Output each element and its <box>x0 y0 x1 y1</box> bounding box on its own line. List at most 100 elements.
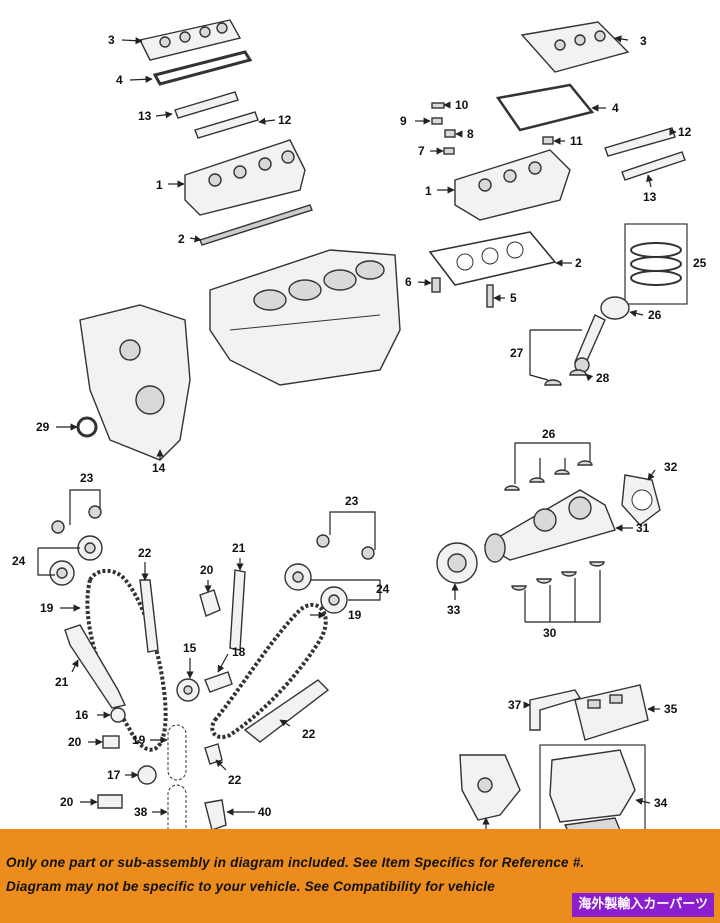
callout-14: 14 <box>152 461 166 475</box>
oil-pump-36 <box>459 754 521 821</box>
left-valve-cover-gasket <box>152 50 253 86</box>
callout-27: 27 <box>510 346 524 360</box>
tensioner-20 <box>199 589 221 617</box>
crank-pulley <box>436 542 478 584</box>
pickup-tube-37 <box>529 689 582 731</box>
piston <box>600 296 630 320</box>
callout-1-left: 1 <box>156 178 163 192</box>
callout-24-left: 24 <box>12 554 26 568</box>
callout-20-bottom: 20 <box>60 795 74 809</box>
callout-33: 33 <box>447 603 461 617</box>
callout-22-left: 22 <box>138 546 152 560</box>
callout-10: 10 <box>455 98 469 112</box>
engine-block <box>209 249 401 386</box>
callout-4-left: 4 <box>116 73 123 87</box>
callout-19-right: 19 <box>348 608 362 622</box>
right-valve-cover-gasket <box>495 83 595 132</box>
callout-32: 32 <box>664 460 678 474</box>
callout-26-bottom: 26 <box>542 427 556 441</box>
callout-35: 35 <box>664 702 678 716</box>
disclaimer-line-1: Only one part or sub-assembly in diagram… <box>6 855 585 870</box>
guide-22-small <box>204 743 223 765</box>
left-camshaft-12 <box>194 111 259 139</box>
connecting-rod <box>574 314 606 373</box>
import-parts-badge: 海外製輸入カーパーツ <box>572 893 714 917</box>
main-bearings-lower <box>511 561 605 591</box>
tensioner-20-bottom <box>97 794 123 809</box>
right-chain-guide-22 <box>243 679 330 743</box>
callout-12-right: 12 <box>678 125 692 139</box>
callout-19-left: 19 <box>40 601 54 615</box>
callout-31: 31 <box>636 521 650 535</box>
windage-tray-35 <box>574 684 649 741</box>
right-camshaft-12 <box>604 127 676 157</box>
callout-13-right: 13 <box>643 190 657 204</box>
callout-15: 15 <box>183 641 197 655</box>
callout-22-bottom: 22 <box>228 773 242 787</box>
piston-rings <box>624 223 688 305</box>
left-camshaft-13 <box>174 91 239 119</box>
left-valve-cover <box>138 19 242 61</box>
callout-3-left: 3 <box>108 33 115 47</box>
timing-chain-left <box>85 568 168 752</box>
oil-pan-34 <box>549 749 636 836</box>
callout-12-left: 12 <box>278 113 292 127</box>
callout-40: 40 <box>258 805 272 819</box>
callout-2-left: 2 <box>178 232 185 246</box>
left-chain-guide-21 <box>64 624 127 709</box>
callout-25: 25 <box>693 256 707 270</box>
right-camshaft-13 <box>621 151 686 181</box>
callout-3-right: 3 <box>640 34 647 48</box>
crankshaft <box>483 489 616 563</box>
callout-34: 34 <box>654 796 668 810</box>
callout-30: 30 <box>543 626 557 640</box>
main-bearings-upper <box>504 460 593 491</box>
oil-pump-chain <box>167 724 187 781</box>
callout-16: 16 <box>75 708 89 722</box>
callout-21-left: 21 <box>55 675 69 689</box>
right-chain-guide-21 <box>229 569 246 651</box>
right-valve-cover <box>520 21 630 73</box>
disclaimer-line-2: Diagram may not be specific to your vehi… <box>6 879 495 894</box>
callout-17: 17 <box>107 768 121 782</box>
callout-23-left: 23 <box>80 471 94 485</box>
right-cylinder-head <box>454 149 571 221</box>
callout-26-top: 26 <box>648 308 662 322</box>
sprocket-17 <box>137 765 157 785</box>
cam-phasers-right <box>284 563 348 614</box>
sprocket-16 <box>110 707 126 723</box>
callout-20-top: 20 <box>200 563 214 577</box>
callout-1-right: 1 <box>425 184 432 198</box>
callout-19-mid: 19 <box>132 733 146 747</box>
callout-23-right: 23 <box>345 494 359 508</box>
tensioner-20-lower <box>102 735 120 749</box>
callout-2-right: 2 <box>575 256 582 270</box>
callout-8: 8 <box>467 127 474 141</box>
valve-train-parts <box>431 102 554 155</box>
callout-22-right: 22 <box>302 727 316 741</box>
brackets <box>37 329 601 623</box>
callout-labels: 3 4 13 12 1 2 3 4 10 9 8 7 11 12 1 13 25… <box>12 33 707 849</box>
callout-20-mid: 20 <box>68 735 82 749</box>
callout-29: 29 <box>36 420 50 434</box>
right-head-gasket <box>428 231 557 286</box>
callout-9: 9 <box>400 114 407 128</box>
timing-cover <box>79 304 191 461</box>
crank-sprocket-15 <box>176 678 200 702</box>
guide-40 <box>204 799 227 831</box>
callout-24-right: 24 <box>376 582 390 596</box>
left-chain-guide-22 <box>139 579 159 653</box>
tensioner-18 <box>204 671 233 693</box>
head-bolt-5 <box>486 284 494 308</box>
rear-main-seal <box>621 474 661 526</box>
callout-18: 18 <box>232 645 246 659</box>
callout-21-center: 21 <box>232 541 246 555</box>
callout-28: 28 <box>596 371 610 385</box>
callout-leaders <box>56 35 677 846</box>
callout-6: 6 <box>405 275 412 289</box>
callout-4-right: 4 <box>612 101 619 115</box>
cam-bolts-left <box>51 505 102 534</box>
callout-37: 37 <box>508 698 522 712</box>
front-seal-29 <box>76 416 98 438</box>
